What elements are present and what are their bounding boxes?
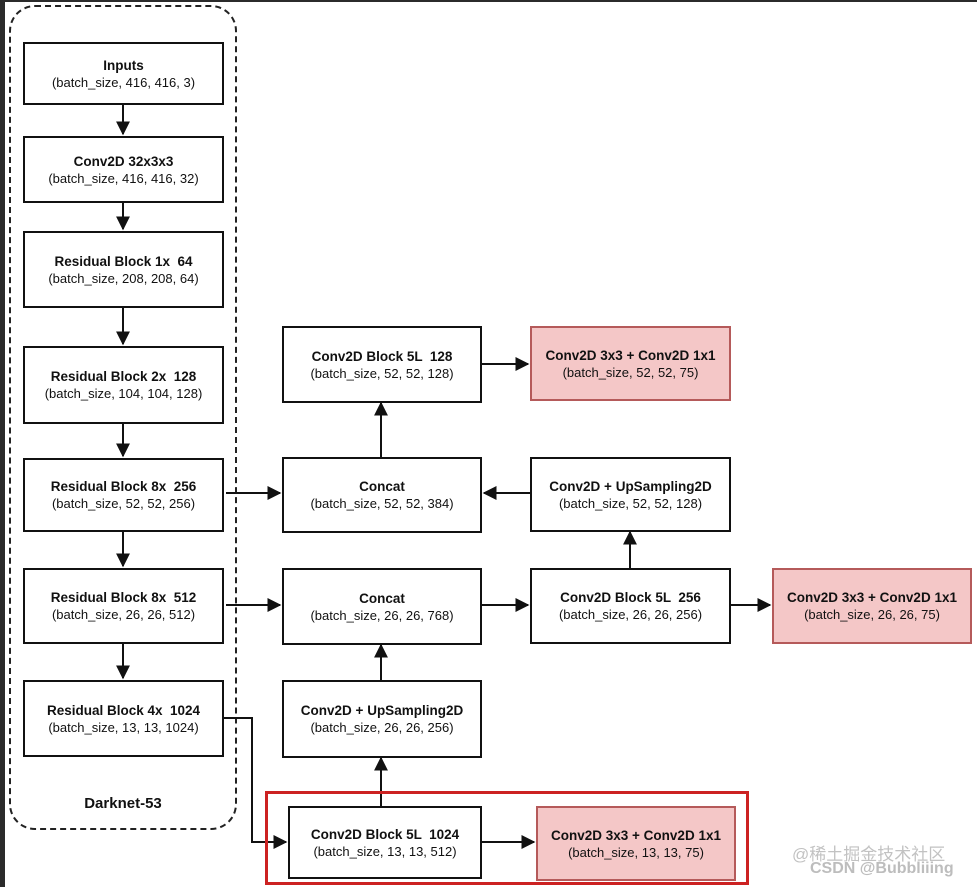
res8a-shape: (batch_size, 52, 52, 256) [51,496,196,511]
res1-box: Residual Block 1x 64 (batch_size, 208, 2… [23,231,224,308]
cb256-shape: (batch_size, 26, 26, 256) [558,607,703,622]
cb128-box: Conv2D Block 5L 128 (batch_size, 52, 52,… [282,326,482,403]
res2-box: Residual Block 2x 128 (batch_size, 104, … [23,346,224,424]
out13-shape: (batch_size, 13, 13, 75) [568,844,704,860]
up128-title: Conv2D + UpSampling2D [549,478,712,494]
res8b-shape: (batch_size, 26, 26, 512) [51,607,196,622]
cb1024-box: Conv2D Block 5L 1024 (batch_size, 13, 13… [288,806,482,879]
inputs-box: Inputs (batch_size, 416, 416, 3) [23,42,224,105]
concat52-title: Concat [359,479,405,494]
inputs-shape: (batch_size, 416, 416, 3) [51,74,196,90]
concat26-title: Concat [359,590,405,606]
res2-shape: (batch_size, 104, 104, 128) [44,386,203,401]
cb128-shape: (batch_size, 52, 52, 128) [310,365,454,381]
watermark-csdn: CSDN @Bubbliiing [810,860,954,877]
out52-shape: (batch_size, 52, 52, 75) [562,364,699,380]
concat52-box: Concat (batch_size, 52, 52, 384) [282,457,482,533]
up256-box: Conv2D + UpSampling2D (batch_size, 26, 2… [282,680,482,758]
up128-box: Conv2D + UpSampling2D (batch_size, 52, 5… [530,457,731,532]
res1-shape: (batch_size, 208, 208, 64) [48,270,199,286]
res8a-box: Residual Block 8x 256 (batch_size, 52, 5… [23,458,224,532]
res4-shape: (batch_size, 13, 13, 1024) [48,719,199,735]
cb1024-shape: (batch_size, 13, 13, 512) [313,843,457,859]
out13-box: Conv2D 3x3 + Conv2D 1x1 (batch_size, 13,… [536,806,736,881]
res1-title: Residual Block 1x 64 [54,253,193,269]
edge-res4-cb1024 [224,717,288,849]
conv32-box: Conv2D 32x3x3 (batch_size, 416, 416, 32) [23,136,224,203]
highlight-frame [265,791,749,885]
out52-box: Conv2D 3x3 + Conv2D 1x1 (batch_size, 52,… [530,326,731,401]
concat52-shape: (batch_size, 52, 52, 384) [310,496,454,511]
res4-box: Residual Block 4x 1024 (batch_size, 13, … [23,680,224,757]
window-edge-left [0,0,5,887]
up256-title: Conv2D + UpSampling2D [300,703,464,718]
watermark-cn: @稀土掘金技术社区 [792,845,946,864]
cb1024-title: Conv2D Block 5L 1024 [310,826,460,842]
res2-title: Residual Block 2x 128 [50,369,197,384]
conv32-title: Conv2D 32x3x3 [73,153,174,169]
res8a-title: Residual Block 8x 256 [50,479,197,494]
res4-title: Residual Block 4x 1024 [46,702,201,718]
out26-shape: (batch_size, 26, 26, 75) [804,607,940,622]
out26-title: Conv2D 3x3 + Conv2D 1x1 [787,590,957,605]
up128-shape: (batch_size, 52, 52, 128) [558,495,703,511]
cb256-title: Conv2D Block 5L 256 [560,590,701,605]
darknet-label: Darknet-53 [84,795,162,812]
out13-title: Conv2D 3x3 + Conv2D 1x1 [551,827,721,843]
window-edge-top [0,0,977,2]
inputs-title: Inputs [103,57,144,73]
res8b-title: Residual Block 8x 512 [50,590,197,605]
cb128-title: Conv2D Block 5L 128 [311,348,453,364]
out52-title: Conv2D 3x3 + Conv2D 1x1 [545,347,716,363]
up256-shape: (batch_size, 26, 26, 256) [310,720,454,735]
cb256-box: Conv2D Block 5L 256 (batch_size, 26, 26,… [530,568,731,644]
res8b-box: Residual Block 8x 512 (batch_size, 26, 2… [23,568,224,644]
concat26-box: Concat (batch_size, 26, 26, 768) [282,568,482,645]
darknet-frame [9,5,237,830]
conv32-shape: (batch_size, 416, 416, 32) [48,170,199,186]
out26-box: Conv2D 3x3 + Conv2D 1x1 (batch_size, 26,… [772,568,972,644]
concat26-shape: (batch_size, 26, 26, 768) [310,607,454,623]
